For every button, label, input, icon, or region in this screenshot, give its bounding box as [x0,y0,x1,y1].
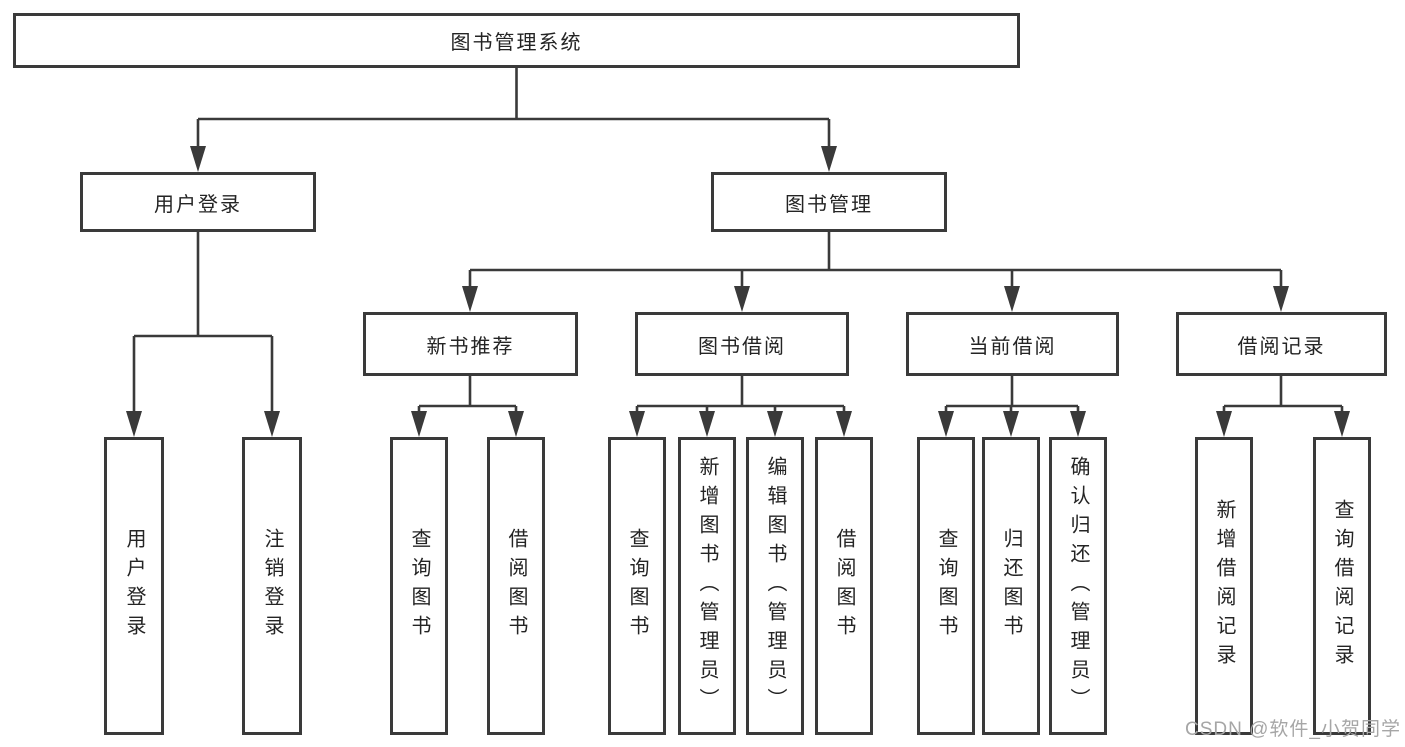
leaf-query-books-1-label: 查询图书 [408,528,430,644]
arrowhead-borrow-records [1273,286,1289,312]
leaf-query-books-2: 查询图书 [608,437,666,735]
node-book-management: 图书管理 [711,172,947,232]
leaf-query-borrow-record: 查询借阅记录 [1313,437,1371,735]
leaf-borrow-books-1-label: 借阅图书 [505,528,527,644]
node-book-management-label: 图书管理 [785,193,873,216]
arrowhead-leaf-return-book [1003,411,1019,437]
leaf-query-books-1: 查询图书 [390,437,448,735]
leaf-query-books-3-label: 查询图书 [935,528,957,644]
node-new-book-recommend: 新书推荐 [363,312,578,376]
leaf-query-books-2-label: 查询图书 [626,528,648,644]
arrowhead-leaf-confirm-return [1070,411,1086,437]
connector-user-login-children [132,232,274,415]
leaf-query-books-3: 查询图书 [917,437,975,735]
leaf-return-book-label: 归还图书 [1000,528,1022,644]
leaf-return-book: 归还图书 [982,437,1040,735]
leaf-borrow-books-1: 借阅图书 [487,437,545,735]
connector-new-book-recommend-children [417,376,518,415]
node-current-borrow: 当前借阅 [906,312,1119,376]
arrowhead-leaf-logout [264,411,280,437]
leaf-add-borrow-record-label: 新增借阅记录 [1213,499,1235,673]
node-root-label: 图书管理系统 [450,32,583,54]
arrowhead-leaf-borrow-books-1 [508,411,524,437]
node-current-borrow-label: 当前借阅 [968,335,1057,358]
leaf-edit-book-admin-label: 编辑图书（管理员） [764,455,786,717]
node-borrow-records-label: 借阅记录 [1237,335,1326,358]
arrowhead-leaf-add-book [699,411,715,437]
leaf-add-borrow-record: 新增借阅记录 [1195,437,1253,735]
connector-current-borrow-children [944,376,1080,415]
arrowhead-leaf-query-borrow-record [1334,411,1350,437]
arrowhead-new-book-recommend [462,286,478,312]
leaf-user-login: 用户登录 [104,437,164,735]
arrowhead-leaf-edit-book [767,411,783,437]
leaf-borrow-books-2: 借阅图书 [815,437,873,735]
csdn-watermark: CSDN @软件_小贺同学 [1185,719,1401,740]
connector-borrow-records-children [1222,376,1344,415]
connector-root-to-level2 [196,68,831,150]
node-borrow-records: 借阅记录 [1176,312,1387,376]
node-user-login: 用户登录 [80,172,316,232]
arrowhead-leaf-user-login [126,411,142,437]
leaf-user-login-label: 用户登录 [123,528,145,644]
arrowhead-book-management [821,146,837,172]
node-user-login-label: 用户登录 [154,193,242,216]
leaf-edit-book-admin: 编辑图书（管理员） [746,437,804,735]
leaf-add-book-admin: 新增图书（管理员） [678,437,736,735]
node-book-borrow-label: 图书借阅 [698,335,786,358]
node-root: 图书管理系统 [13,13,1020,68]
connector-book-management-children [468,232,1283,292]
leaf-borrow-books-2-label: 借阅图书 [833,528,855,644]
arrowhead-book-borrow [734,286,750,312]
node-new-book-recommend-label: 新书推荐 [426,335,515,358]
connector-book-borrow-children [635,376,846,415]
arrowhead-leaf-add-borrow-record [1216,411,1232,437]
leaf-add-book-admin-label: 新增图书（管理员） [696,455,718,717]
arrowhead-leaf-query-books-2 [629,411,645,437]
arrowhead-leaf-query-books-1 [411,411,427,437]
leaf-confirm-return-admin-label: 确认归还（管理员） [1067,455,1089,717]
node-book-borrow: 图书借阅 [635,312,849,376]
arrowhead-current-borrow [1004,286,1020,312]
arrowhead-leaf-query-books-3 [938,411,954,437]
arrowhead-leaf-borrow-books-2 [836,411,852,437]
leaf-logout: 注销登录 [242,437,302,735]
leaf-logout-label: 注销登录 [261,528,283,644]
leaf-confirm-return-admin: 确认归还（管理员） [1049,437,1107,735]
arrowhead-user-login [190,146,206,172]
leaf-query-borrow-record-label: 查询借阅记录 [1331,499,1353,673]
